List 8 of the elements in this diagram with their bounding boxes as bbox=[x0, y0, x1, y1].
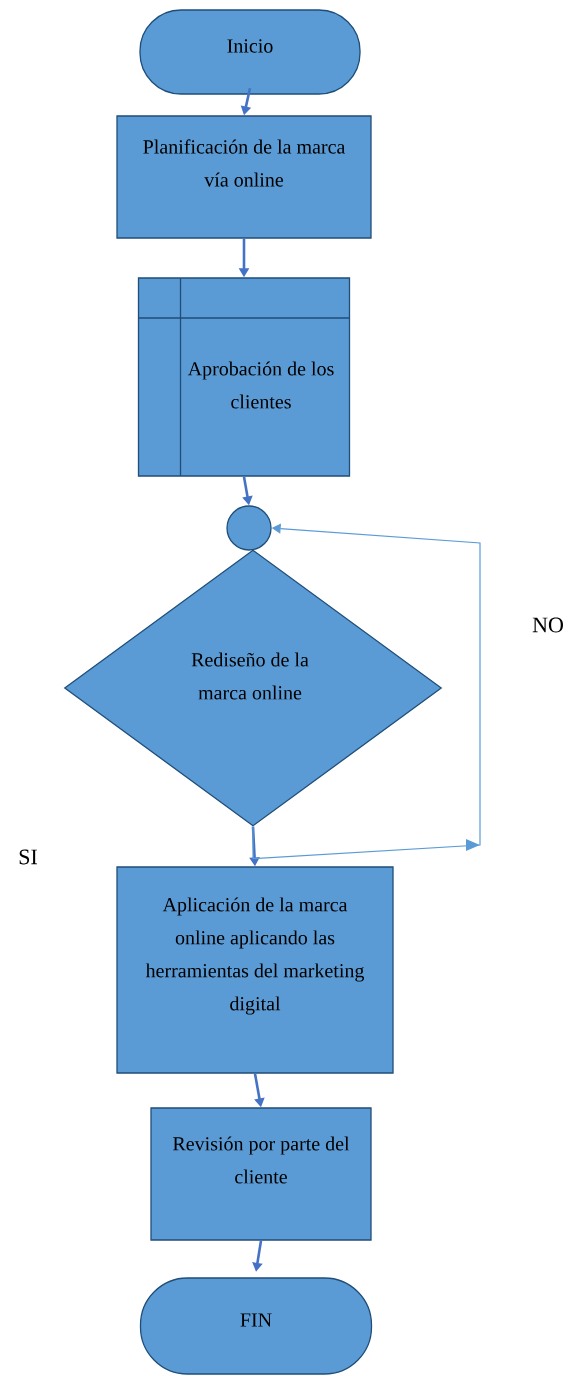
internal-storage-box: Aprobación de los clientes bbox=[137, 277, 351, 477]
branch-label: NO bbox=[532, 617, 563, 633]
process-box: Revisión por parte del cliente bbox=[150, 1107, 372, 1241]
connector-circle bbox=[226, 505, 272, 551]
branch-label: SI bbox=[19, 849, 37, 865]
process-box: Planificación de la marca vía online bbox=[116, 115, 372, 239]
loop-arrow bbox=[252, 523, 481, 860]
process-box: Aplicación de la marca online aplicando las herramientas del marketing digital bbox=[116, 866, 394, 1074]
